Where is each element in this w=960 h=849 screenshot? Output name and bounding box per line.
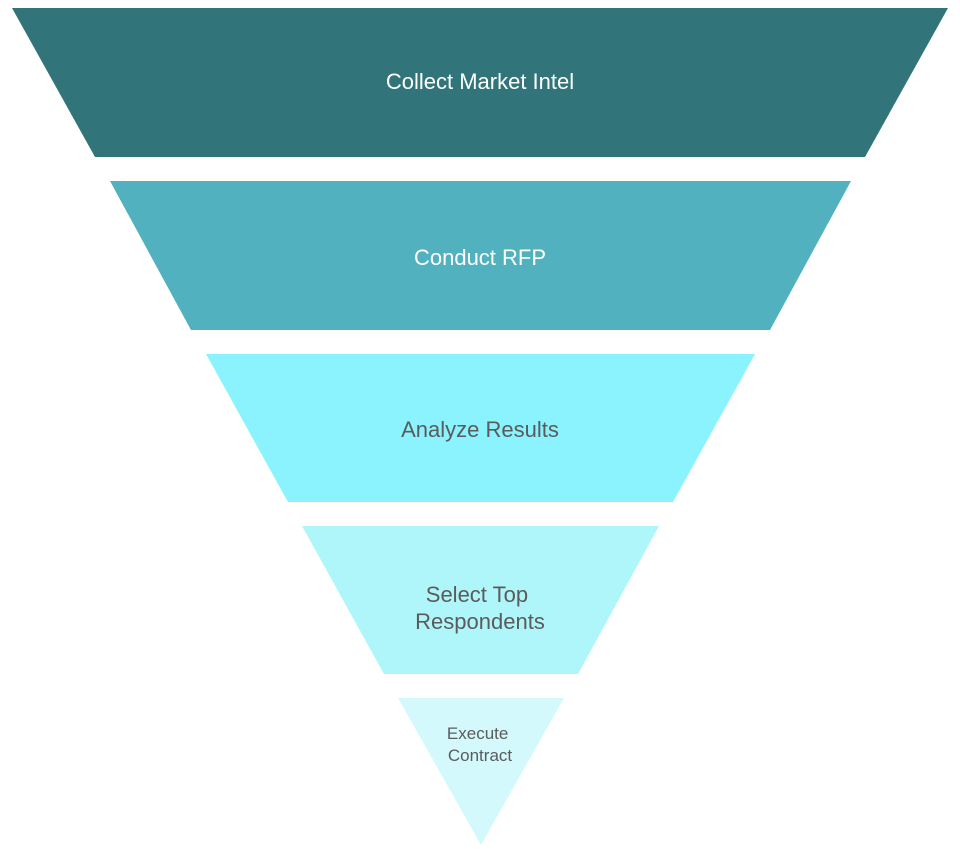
funnel-band-select <box>302 526 659 674</box>
stage-label-collect: Collect Market Intel <box>386 69 574 94</box>
funnel-stage-collect: Collect Market Intel <box>12 8 948 157</box>
funnel-stage-rfp: Conduct RFP <box>110 181 851 330</box>
funnel-stage-select: Select Top Respondents <box>302 526 659 674</box>
funnel-band-collect <box>12 8 948 157</box>
stage-label-analyze: Analyze Results <box>401 417 559 442</box>
stage-label-execute: Execute Contract <box>447 724 513 765</box>
stage-label-select-line-2: Respondents <box>415 609 545 634</box>
stage-label-execute-line-1: Execute <box>447 724 508 743</box>
stage-label-execute-line-2: Contract <box>448 746 513 765</box>
stage-label-select: Select Top Respondents <box>415 582 545 634</box>
stage-label-analyze-line-1: Analyze Results <box>401 417 559 442</box>
stage-label-rfp: Conduct RFP <box>414 245 546 270</box>
funnel-band-analyze <box>206 354 755 502</box>
funnel-band-execute <box>398 698 564 845</box>
funnel-stage-execute: Execute Contract <box>398 698 564 845</box>
stage-label-select-line-1: Select Top <box>426 582 528 607</box>
stage-label-collect-line-1: Collect Market Intel <box>386 69 574 94</box>
funnel-band-rfp <box>110 181 851 330</box>
stage-label-rfp-line-1: Conduct RFP <box>414 245 546 270</box>
funnel-stage-analyze: Analyze Results <box>206 354 755 502</box>
